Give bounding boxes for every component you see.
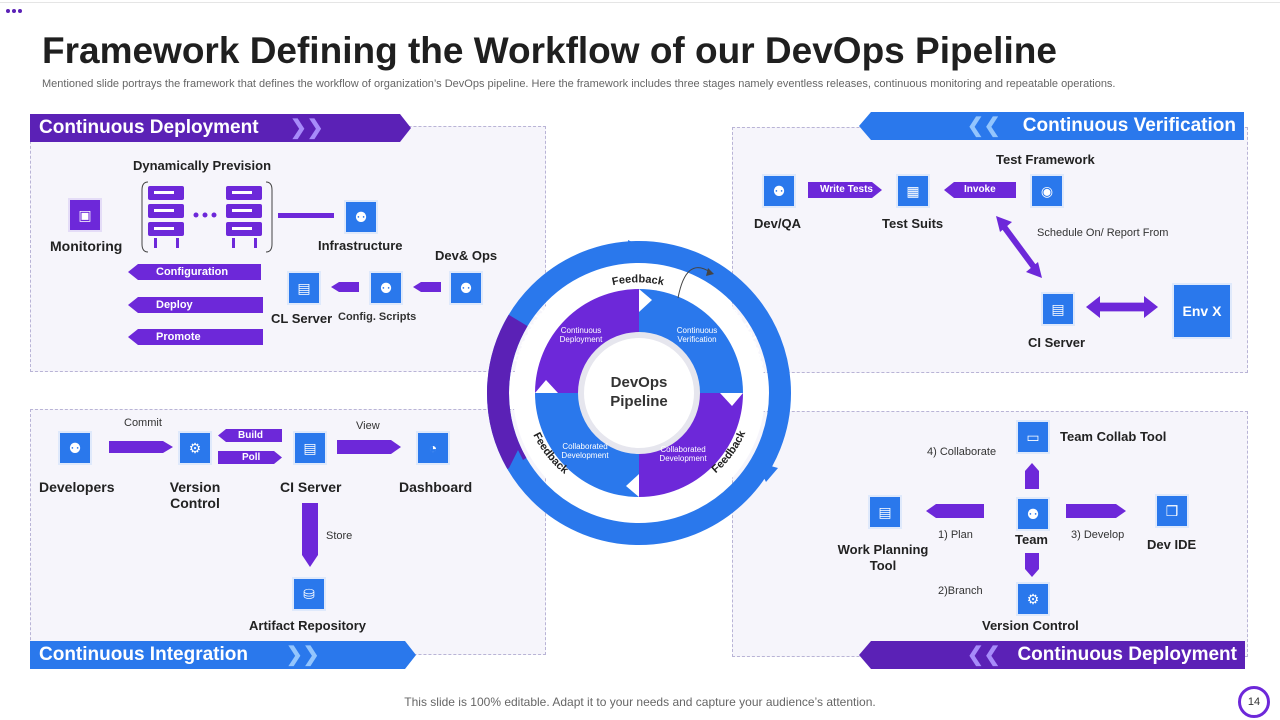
commit-label: Commit <box>124 417 162 429</box>
chat-icon: ▭ <box>1016 420 1050 454</box>
develop-arrow <box>1066 504 1126 518</box>
ci-server-label: CI Server <box>1028 335 1086 350</box>
banner-label: Continuous Verification <box>1022 115 1236 136</box>
banner-label: Continuous Deployment <box>1017 644 1237 665</box>
version-control-icon: ⚙ <box>178 431 212 465</box>
infrastructure-label: Infrastructure <box>318 238 403 253</box>
test-framework-label: Test Framework <box>996 152 1095 167</box>
version-control-label: Version Control <box>982 618 1079 633</box>
view-arrow <box>337 440 401 454</box>
up-arrow <box>1025 463 1039 489</box>
developers-icon: ⚉ <box>58 431 92 465</box>
banner-label: Continuous Deployment <box>39 117 259 138</box>
dev-qa-icon: ⚉ <box>762 174 796 208</box>
dev-qa-label: Dev/QA <box>754 216 801 231</box>
server-racks-illustration <box>141 181 273 253</box>
build-arrow: Build <box>218 429 282 442</box>
config-scripts-label: Config. Scripts <box>338 311 417 323</box>
database-icon: ⛁ <box>292 577 326 611</box>
dashboard-label: Dashboard <box>399 479 473 495</box>
cl-server-icon: ▤ <box>287 271 321 305</box>
dashboard-icon: ◔ <box>416 431 450 465</box>
monitoring-icon: ▣ <box>68 198 102 232</box>
invoke-arrow: Invoke <box>944 182 1016 198</box>
tag-deploy: Deploy <box>128 297 263 313</box>
version-control-icon: ⚙ <box>1016 582 1050 616</box>
tag-promote: Promote <box>128 329 263 345</box>
panel-continuous-verification <box>732 127 1248 373</box>
developers-label: Developers <box>39 479 115 495</box>
dynamic-label: Dynamically Prevision <box>133 158 272 173</box>
cl-server-label: CL Server <box>271 311 333 326</box>
commit-arrow <box>109 441 173 453</box>
env-x-box: Env X <box>1172 283 1232 339</box>
artifact-repository-label: Artifact Repository <box>249 618 367 633</box>
banner-continuous-deployment: Continuous Deployment ❯❯ <box>30 114 411 142</box>
connector-line <box>278 213 334 218</box>
test-framework-icon: ◉ <box>1030 174 1064 208</box>
version-control-label: Version Control <box>169 479 221 511</box>
double-chevron-right-icon: ❯❯ <box>290 117 324 139</box>
hub-label-1: DevOps <box>611 374 668 391</box>
store-arrow <box>302 503 318 567</box>
ci-server-label: CI Server <box>280 479 342 495</box>
double-chevron-right-icon: ❯❯ <box>286 644 320 666</box>
footer-text: This slide is 100% editable. Adapt it to… <box>404 695 876 709</box>
top-divider <box>0 2 1280 3</box>
banner-label: Continuous Integration <box>39 644 248 665</box>
page-subtitle: Mentioned slide portrays the framework t… <box>42 78 1116 90</box>
branch-label: 2)Branch <box>938 585 983 597</box>
banner-continuous-integration: Continuous Integration ❯❯ <box>30 641 416 669</box>
view-label: View <box>356 420 380 432</box>
tag-configuration: Configuration <box>128 264 261 280</box>
poll-arrow: Poll <box>218 451 282 464</box>
work-planning-icon: ▤ <box>868 495 902 529</box>
page-number: 14 <box>1238 686 1270 718</box>
team-icon: ⚉ <box>1016 497 1050 531</box>
page-title: Framework Defining the Workflow of our D… <box>42 30 1057 71</box>
test-suits-label: Test Suits <box>882 216 944 231</box>
team-collab-label: Team Collab Tool <box>1060 429 1167 444</box>
collaborate-label: 4) Collaborate <box>927 446 997 458</box>
banner-continuous-deployment-2: ❮❮ Continuous Deployment <box>859 641 1245 669</box>
dev-ops-label: Dev& Ops <box>435 248 498 263</box>
hub-label-2: Pipeline <box>610 393 668 410</box>
plan-arrow <box>926 504 984 518</box>
arrow-left <box>413 282 441 292</box>
store-label: Store <box>326 530 353 542</box>
dev-ide-icon: ❒ <box>1155 494 1189 528</box>
dev-ide-label: Dev IDE <box>1147 537 1197 552</box>
plan-label: 1) Plan <box>938 529 973 541</box>
schedule-label: Schedule On/ Report From <box>1037 227 1169 239</box>
double-chevron-left-icon: ❮❮ <box>967 115 1001 137</box>
arrow-left <box>331 282 359 292</box>
double-chevron-left-icon: ❮❮ <box>967 644 1001 666</box>
panel-continuous-deployment-2 <box>732 411 1248 657</box>
test-suits-icon: ▦ <box>896 174 930 208</box>
develop-label: 3) Develop <box>1071 529 1125 541</box>
dev-ops-icon: ⚉ <box>449 271 483 305</box>
ci-server-icon: ▤ <box>293 431 327 465</box>
diagonal-double-arrow <box>996 216 1042 278</box>
work-planning-label: Work Planning Tool <box>837 542 929 573</box>
write-tests-arrow: Write Tests <box>808 182 882 198</box>
ci-server-icon: ▤ <box>1041 292 1075 326</box>
infrastructure-icon: ⚉ <box>344 200 378 234</box>
down-arrow <box>1025 553 1039 577</box>
top-dots <box>6 0 24 18</box>
monitoring-label: Monitoring <box>50 238 123 254</box>
team-label: Team <box>1015 532 1048 547</box>
panel-continuous-deployment <box>30 126 546 372</box>
config-scripts-icon: ⚉ <box>369 271 403 305</box>
banner-continuous-verification: ❮❮ Continuous Verification <box>859 112 1244 140</box>
